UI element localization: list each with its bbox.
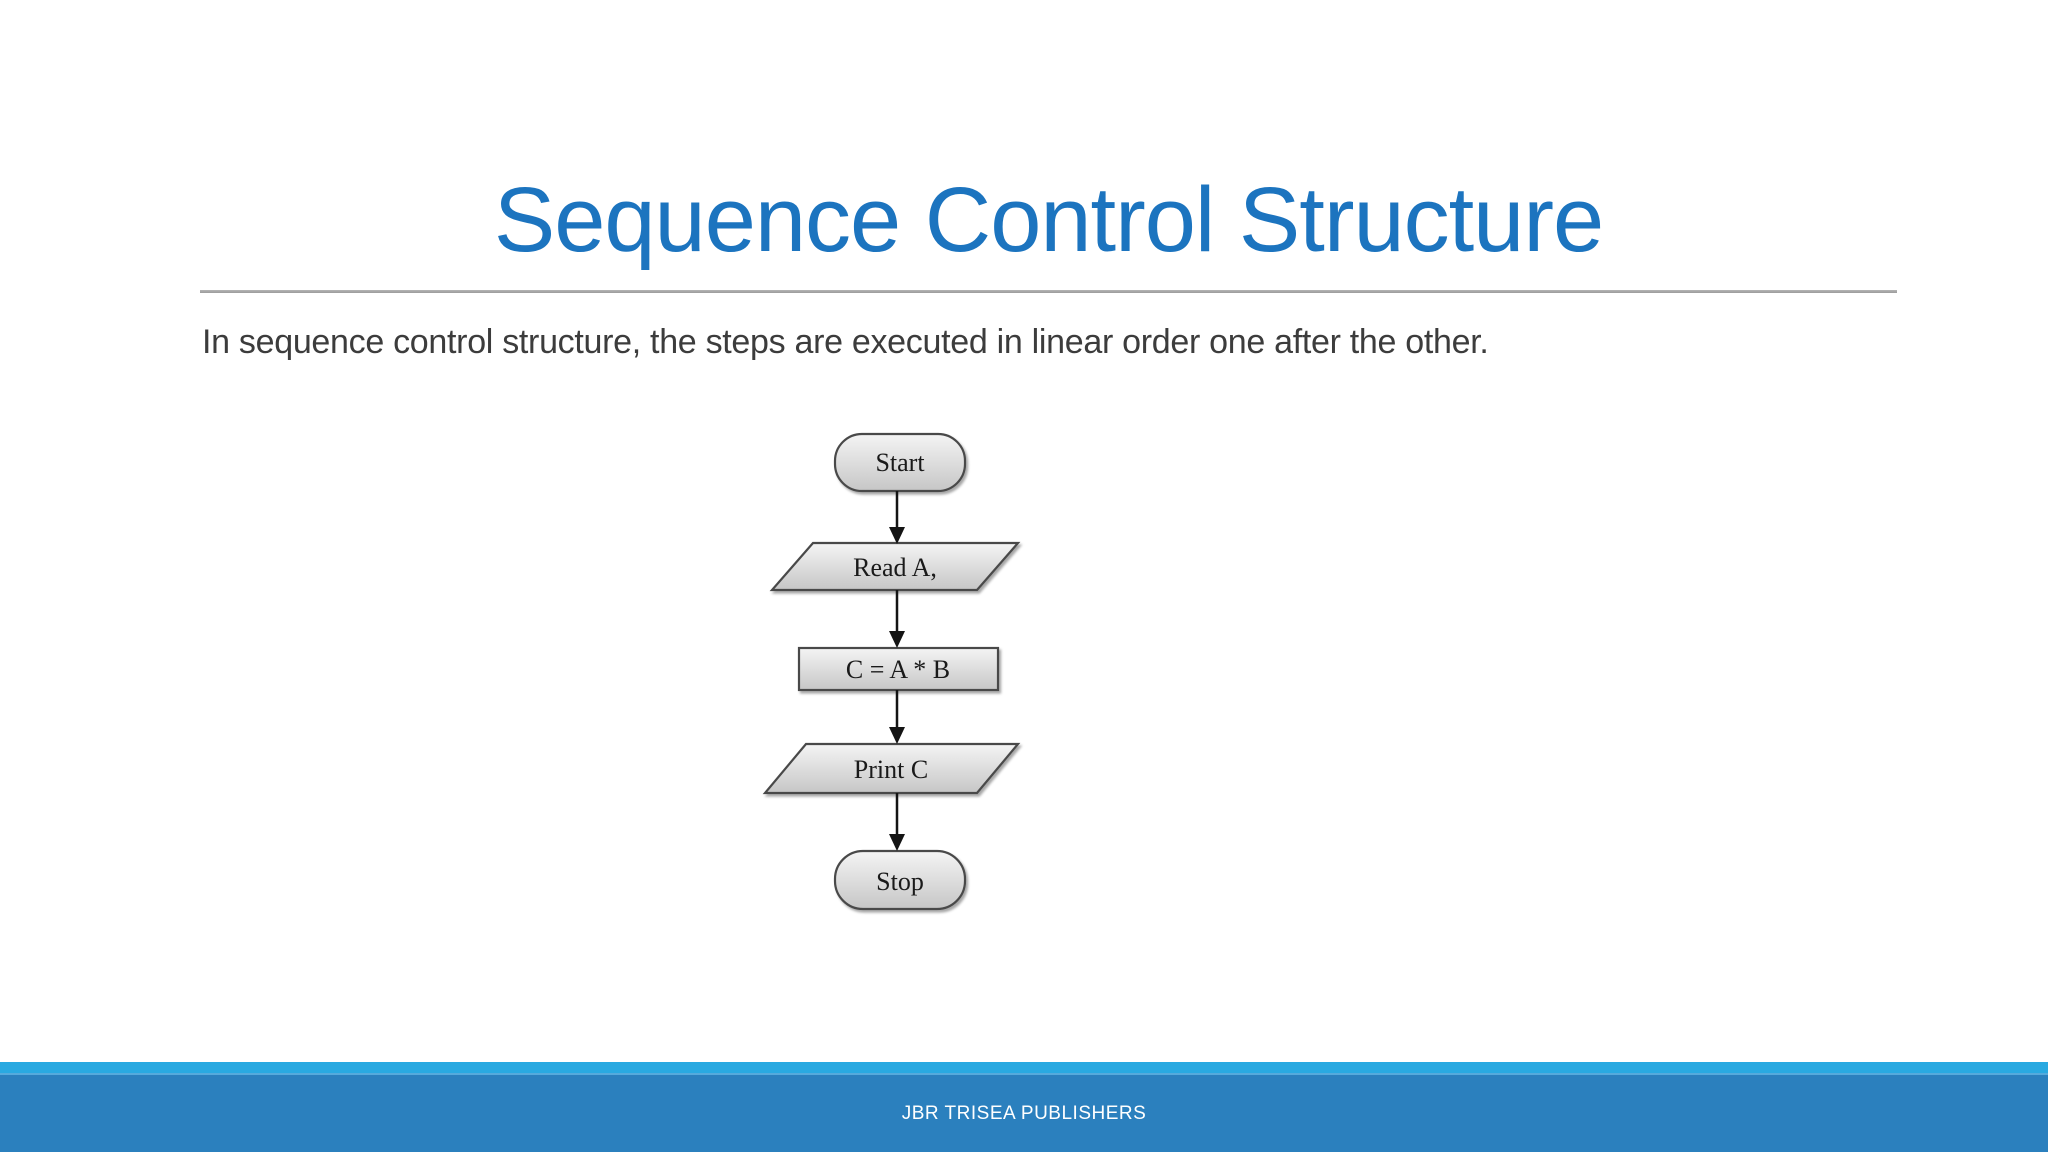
flowchart-arrowhead-icon bbox=[889, 631, 905, 648]
flowchart-node-stop-label: Stop bbox=[876, 867, 924, 896]
flowchart: Start Read A, C = A * B Print C Stop bbox=[740, 420, 1060, 930]
flowchart-node-process-label: C = A * B bbox=[846, 655, 950, 684]
flowchart-arrowhead-icon bbox=[889, 727, 905, 744]
flowchart-node-process-shape bbox=[797, 646, 1000, 692]
flowchart-node-start-shape bbox=[833, 432, 967, 493]
flowchart-node-read-input-label: Read A, bbox=[853, 553, 937, 582]
flowchart-node-print-output-shape bbox=[762, 742, 1021, 795]
flowchart-node-print-output-label: Print C bbox=[854, 755, 928, 784]
flowchart-node-start-label: Start bbox=[875, 448, 925, 477]
flowchart-node-stop-shape bbox=[833, 849, 967, 911]
flowchart-node-read-input-shape bbox=[769, 541, 1021, 592]
flowchart-svg: Start Read A, C = A * B Print C Stop bbox=[762, 432, 1021, 911]
footer-bar: JBR TRISEA PUBLISHERS bbox=[0, 1073, 2048, 1152]
body-text: In sequence control structure, the steps… bbox=[202, 323, 1489, 361]
flowchart-arrowhead-icon bbox=[889, 834, 905, 851]
footer-text: JBR TRISEA PUBLISHERS bbox=[901, 1102, 1147, 1124]
slide-title: Sequence Control Structure bbox=[493, 169, 1604, 271]
flowchart-arrowhead-icon bbox=[889, 527, 905, 544]
title-divider bbox=[200, 290, 1897, 293]
footer-accent-strip bbox=[0, 1062, 2048, 1073]
